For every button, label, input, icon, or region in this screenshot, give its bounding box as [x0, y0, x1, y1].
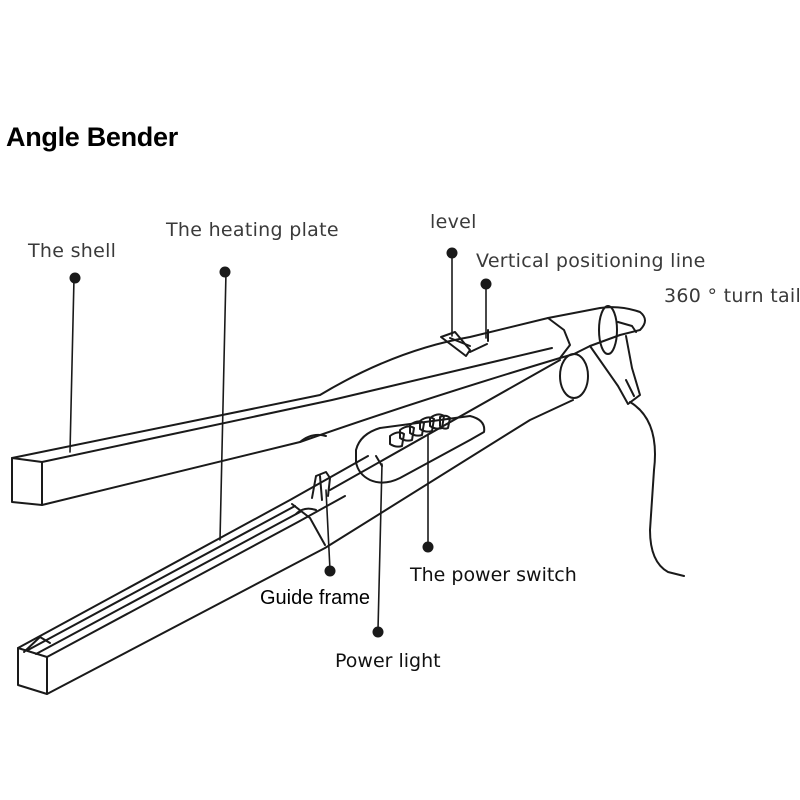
power-switch-housing — [355, 415, 486, 484]
callout-dot-shell — [69, 272, 81, 284]
level-marker — [440, 329, 489, 357]
callout-dot-vertical-positioning — [480, 278, 492, 290]
callout-dot-level — [446, 247, 458, 259]
upper-arm-shell — [11, 317, 571, 506]
label-level: level — [430, 211, 477, 233]
power-cord — [629, 401, 685, 577]
leader-line-shell — [69, 277, 75, 453]
label-shell: The shell — [28, 240, 117, 262]
label-power-light: Power light — [335, 650, 441, 672]
label-power-switch: The power switch — [410, 564, 577, 586]
label-turn-tail: 360 ° turn tail — [664, 285, 800, 307]
power-switch-ridges — [389, 413, 451, 448]
callout-dot-heating-plate — [219, 266, 231, 278]
leader-line-heating-plate — [219, 271, 227, 541]
lower-arm-heating-plate — [17, 359, 574, 695]
hinge — [559, 353, 589, 399]
label-vertical-positioning-line: Vertical positioning line — [476, 250, 706, 272]
label-guide-frame: Guide frame — [260, 587, 371, 609]
callout-dot-power-switch — [422, 541, 434, 553]
leader-line-power-light — [377, 463, 383, 631]
leader-line-guide-frame — [325, 489, 331, 571]
callout-dot-guide-frame — [324, 565, 336, 577]
callout-dot-power-light — [372, 626, 384, 638]
label-heating-plate: The heating plate — [166, 219, 339, 241]
guide-frame — [295, 471, 331, 515]
page-title: Angle Bender — [6, 122, 178, 152]
turn-tail — [547, 305, 646, 405]
